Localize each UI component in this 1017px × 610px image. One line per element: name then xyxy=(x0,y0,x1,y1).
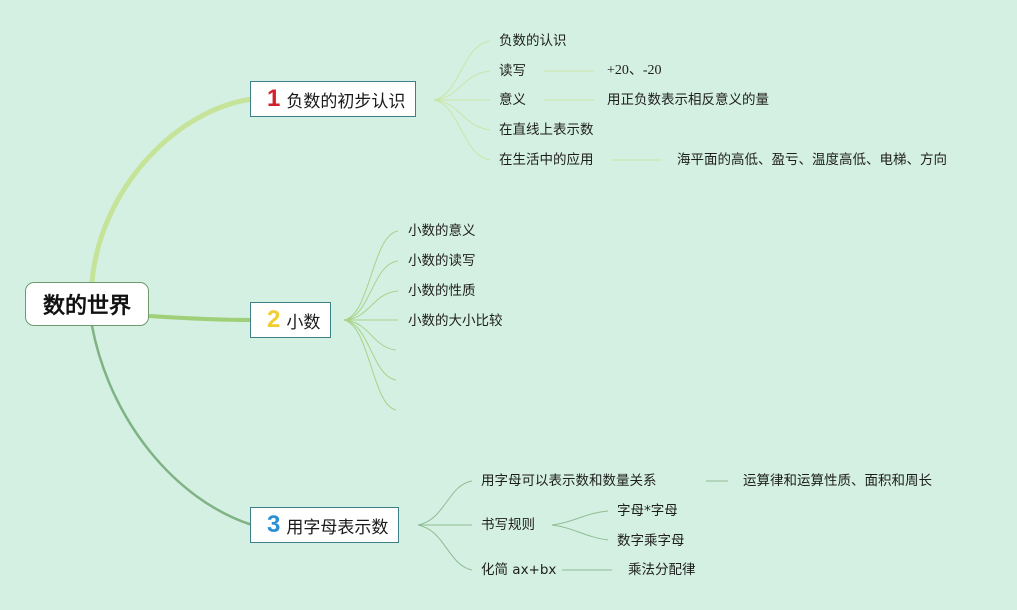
b1-item-4[interactable]: 在直线上表示数 xyxy=(499,122,594,138)
b1-item-5-detail[interactable]: 海平面的高低、盈亏、温度高低、电梯、方向 xyxy=(677,152,947,168)
b3-item-3[interactable]: 化简 ax+bx xyxy=(481,562,557,578)
branch-2-title: 小数 xyxy=(286,312,321,333)
branch-2-node[interactable]: 2 小数 xyxy=(250,302,332,338)
b1-item-2-detail[interactable]: +20、-20 xyxy=(607,63,662,78)
branch-3-link xyxy=(90,324,254,527)
branch-1-number: 1 xyxy=(267,85,281,112)
root-node[interactable]: 数的世界 xyxy=(25,282,149,326)
b2-item-1[interactable]: 小数的意义 xyxy=(408,223,476,239)
b1-item-3[interactable]: 意义 xyxy=(499,92,526,108)
b1-item-5[interactable]: 在生活中的应用 xyxy=(499,152,594,168)
b1-item-2[interactable]: 读写 xyxy=(499,63,526,79)
branch-3-number: 3 xyxy=(267,511,281,538)
branch-3-title: 用字母表示数 xyxy=(286,517,389,538)
b2-item-4[interactable]: 小数的大小比较 xyxy=(408,313,503,329)
branch-3-node[interactable]: 3 用字母表示数 xyxy=(250,507,400,543)
branch-1-title: 负数的初步认识 xyxy=(286,91,406,112)
b3-item-1[interactable]: 用字母可以表示数和数量关系 xyxy=(481,473,657,489)
branch-2-link xyxy=(147,314,254,322)
b3-item-2-sub-2[interactable]: 数字乘字母 xyxy=(617,533,685,549)
b3-item-1-detail[interactable]: 运算律和运算性质、面积和周长 xyxy=(743,473,932,489)
b3-item-2[interactable]: 书写规则 xyxy=(481,517,535,533)
b3-item-2-sub-1[interactable]: 字母*字母 xyxy=(617,503,678,519)
b2-item-3[interactable]: 小数的性质 xyxy=(408,283,476,299)
b1-item-3-detail[interactable]: 用正负数表示相反意义的量 xyxy=(607,92,769,108)
b1-item-1[interactable]: 负数的认识 xyxy=(499,33,567,49)
branch-1-node[interactable]: 1 负数的初步认识 xyxy=(250,81,417,117)
b2-item-2[interactable]: 小数的读写 xyxy=(408,253,476,269)
branch-2-number: 2 xyxy=(267,306,281,333)
b3-item-3-detail[interactable]: 乘法分配律 xyxy=(628,562,696,578)
branch-1-link xyxy=(89,96,255,285)
